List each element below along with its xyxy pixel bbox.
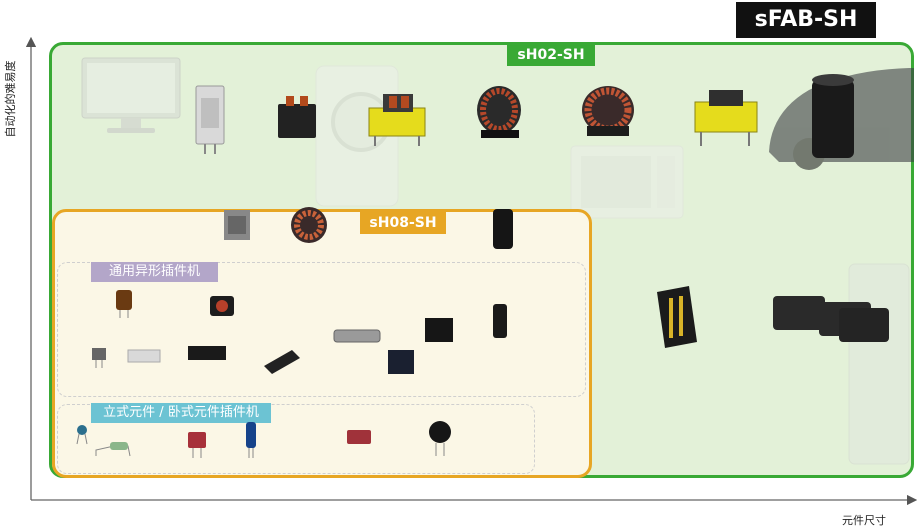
film-capacitor-icon — [195, 85, 225, 154]
y-axis-label: 自动化的难易度 — [4, 60, 17, 138]
power-connector-icon — [773, 296, 889, 342]
toroid-choke-icon — [477, 86, 521, 138]
common-mode-choke-icon — [582, 86, 634, 136]
d-sub-connector-icon — [333, 329, 381, 343]
group-radial-axial-label: 立式元件 / 卧式元件插件机 — [91, 403, 271, 423]
pin-header-icon — [92, 348, 106, 368]
varistor-icon — [429, 421, 451, 456]
relay-black-icon — [425, 318, 453, 342]
region-sh08 — [52, 209, 592, 478]
region-sh02-tag: sH02-SH — [507, 44, 595, 66]
inductor-icon — [116, 290, 132, 318]
group-odd-form-label: 通用异形插件机 — [91, 262, 218, 282]
box-header-icon — [188, 346, 226, 360]
transformer-small-icon — [224, 210, 250, 240]
film-capacitor-red-icon — [188, 432, 206, 458]
terminal-connector-icon — [657, 286, 697, 348]
film-capacitor-box-icon — [347, 430, 371, 444]
inner-components — [76, 207, 513, 458]
x-axis-label: 元件尺寸 — [842, 514, 886, 527]
electrolytic-capacitor-large-icon — [812, 74, 854, 158]
outer-region-illustrations — [81, 57, 914, 465]
transformer-icon — [368, 94, 426, 146]
monitor-icon — [81, 57, 181, 133]
microwave-icon — [570, 145, 684, 219]
toroid-choke-small-icon — [291, 207, 327, 243]
ceramic-capacitor-icon — [76, 425, 88, 445]
relay-small-icon — [388, 350, 414, 374]
transformer-large-icon — [694, 90, 758, 146]
electrolytic-capacitor-blue-icon — [246, 422, 256, 458]
relay-icon — [278, 96, 316, 138]
outer-components — [195, 74, 889, 348]
ic-dip-icon — [264, 350, 300, 374]
electrolytic-capacitor-icon — [493, 209, 513, 249]
dip-switch-icon — [127, 349, 161, 363]
group-odd-form — [57, 262, 586, 397]
common-mode-choke-small-icon — [210, 296, 234, 316]
electrolytic-capacitor-small-icon — [493, 304, 507, 338]
group-radial-axial — [57, 404, 535, 474]
product-badge: sFAB-SH — [736, 2, 876, 38]
region-sh08-tag: sH08-SH — [360, 212, 446, 234]
axial-resistor-icon — [95, 442, 131, 457]
